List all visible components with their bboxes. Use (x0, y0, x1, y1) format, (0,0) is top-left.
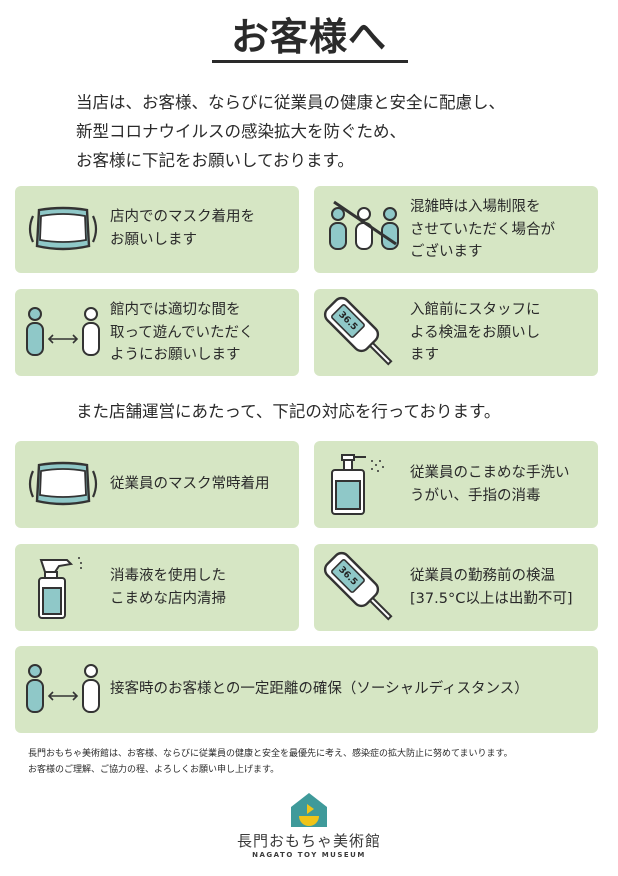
footer-line: 長門おもちゃ美術館は、お客様、ならびに従業員の健康と安全を最優先に考え、感染症の… (28, 749, 513, 759)
mask-icon (28, 461, 98, 506)
mask-icon (28, 206, 98, 251)
card-text-line: ようにお願いします (110, 347, 241, 363)
card-text-line: 店内でのマスク着用を (110, 209, 255, 225)
title-underline (212, 60, 408, 63)
card-text-line: 入館前にスタッフに (410, 302, 541, 318)
card-text-line: ます (410, 347, 439, 363)
intro-line: お客様に下記をお願いしております。 (76, 151, 354, 170)
request-card-temperature: 36.5 入館前にスタッフに よる検温をお願いし ます (314, 289, 598, 376)
request-card-mask: 店内でのマスク着用を お願いします (15, 186, 299, 273)
card-text-line: よる検温をお願いし (410, 324, 541, 341)
card-text-line: 館内では適切な間を (110, 302, 241, 318)
intro-line: 新型コロナウイルスの感染拡大を防ぐため、 (76, 122, 406, 141)
measure-card-mask: 従業員のマスク常時着用 (15, 441, 299, 528)
card-text-line: お願いします (110, 231, 197, 248)
intro-line: 当店は、お客様、ならびに従業員の健康と安全に配慮し、 (76, 93, 505, 112)
crowd-limit-icon (329, 200, 399, 250)
intro-text: 当店は、お客様、ならびに従業員の健康と安全に配慮し、 新型コロナウイルスの感染拡… (76, 88, 505, 175)
card-text-line: [37.5°C以上は出勤不可] (410, 590, 573, 607)
card-text-line: 従業員の勤務前の検温 (410, 568, 555, 584)
distance-icon (26, 307, 100, 356)
request-card-distance: 館内では適切な間を 取って遊んでいただく ようにお願いします (15, 289, 299, 376)
footer-note: 長門おもちゃ美術館は、お客様、ならびに従業員の健康と安全を最優先に考え、感染症の… (28, 746, 513, 778)
sanitizer-pump-icon (331, 454, 384, 515)
measure-card-social-distance: 接客時のお客様との一定距離の確保（ソーシャルディスタンス） (15, 646, 598, 733)
card-text-line: 取って遊んでいただく (110, 324, 254, 341)
card-text-line: こまめな店内清掃 (110, 590, 226, 607)
museum-logo-icon (291, 793, 327, 827)
footer-line: お客様のご理解、ご協力の程、よろしくお願い申し上げます。 (28, 765, 280, 775)
card-text-line: 従業員のマスク常時着用 (110, 476, 270, 492)
request-card-crowd-limit: 混雑時は入場制限を させていただく場合が ございます (314, 186, 598, 273)
card-text-line: 従業員のこまめな手洗い (410, 465, 570, 481)
measure-card-temperature: 36.5 従業員の勤務前の検温 [37.5°C以上は出勤不可] (314, 544, 598, 631)
museum-name-jp: 長門おもちゃ美術館 (236, 832, 381, 850)
page-title: お客様へ (230, 15, 387, 59)
thermometer-icon: 36.5 (323, 296, 393, 366)
distance-icon (26, 664, 100, 713)
section-heading: また店舗運営にあたって、下記の対応を行っております。 (76, 402, 501, 421)
spray-bottle-icon (38, 557, 82, 619)
measure-card-cleaning: 消毒液を使用した こまめな店内清掃 (15, 544, 299, 631)
card-text-line: 消毒液を使用した (110, 568, 226, 584)
card-text-line: ございます (410, 244, 483, 260)
card-text-line: させていただく場合が (410, 221, 555, 238)
museum-name-en: NAGATO TOY MUSEUM (252, 851, 366, 859)
card-text-line: 混雑時は入場制限を (410, 199, 541, 215)
card-text-line: 接客時のお客様との一定距離の確保（ソーシャルディスタンス） (110, 681, 529, 697)
card-text-line: うがい、手指の消毒 (410, 487, 541, 504)
measure-card-handwash: 従業員のこまめな手洗い うがい、手指の消毒 (314, 441, 598, 528)
thermometer-icon: 36.5 (323, 551, 393, 621)
